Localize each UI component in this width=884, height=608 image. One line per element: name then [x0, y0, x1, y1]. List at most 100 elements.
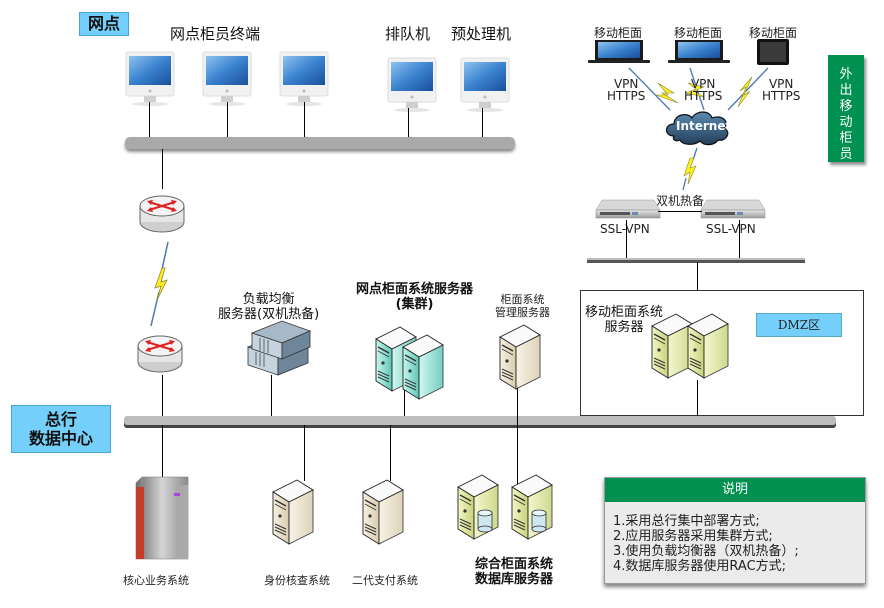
https-label: HTTPS	[762, 89, 801, 103]
db-server-label-line1: 综合柜面系统	[475, 557, 554, 572]
head-office-router-downlink	[162, 375, 163, 416]
cnaps2-link	[390, 425, 391, 481]
load-balancer-label: 负载均衡 服务器(双机热备)	[218, 292, 319, 322]
load-balancer-label-line1: 负载均衡	[242, 292, 295, 307]
identity-check-label: 身份核查系统	[264, 574, 330, 587]
notes-panel: 说明 1.采用总行集中部署方式; 2.应用服务器采用集群方式; 3.使用负载均衡…	[604, 477, 866, 584]
cnaps2-label: 二代支付系统	[352, 574, 418, 587]
identity-check-link	[304, 425, 305, 481]
internet-link-lightning-icon	[682, 147, 698, 191]
head-office-network-bus	[124, 416, 836, 425]
ssl-vpn-label-1: SSL-VPN	[600, 222, 650, 236]
db-server-tower-icon	[511, 474, 553, 540]
core-business-label: 核心业务系统	[123, 574, 189, 587]
zone-tag-head-office-line2: 数据中心	[28, 429, 93, 448]
db-server-tower-icon	[457, 474, 499, 540]
counter-mgmt-server-label: 柜面系统 管理服务器	[495, 293, 550, 319]
preprocessor-monitor-icon	[460, 57, 510, 112]
vpn-https-label-3: VPN HTTPS	[762, 78, 800, 102]
teller-terminal-link	[227, 102, 228, 137]
mobile-counter-server-label-line1: 移动柜面系统	[585, 305, 664, 320]
load-balancer-label-line2: 服务器(双机热备)	[218, 307, 320, 322]
dmz-zone-tag: DMZ区	[756, 313, 842, 337]
vpn-https-label-1: VPN HTTPS	[607, 78, 645, 102]
mainframe-icon	[135, 476, 189, 560]
hot-standby-link	[658, 211, 702, 212]
dmz-zone	[580, 290, 864, 416]
dmz-bus-downlink	[697, 262, 698, 290]
cluster-server-tower-icon	[402, 334, 444, 400]
cluster-server-tower-icon	[375, 326, 417, 392]
note-item: 4.数据库服务器使用RAC方式;	[613, 559, 787, 574]
preprocessor-label: 预处理机	[451, 25, 512, 43]
vpn-https-label-2: VPN HTTPS	[684, 78, 722, 102]
mobile-device-label-3: 移动柜面	[749, 26, 798, 40]
dmz-network-bus	[587, 258, 805, 263]
laptop-icon	[668, 40, 730, 63]
note-item: 1.采用总行集中部署方式;	[613, 514, 760, 529]
branch-router-uplink	[162, 149, 163, 189]
note-item: 2.应用服务器采用集群方式;	[613, 529, 773, 544]
db-server-label-line2: 数据库服务器	[475, 572, 554, 587]
branch-counter-cluster-label-line2: (集群)	[395, 297, 434, 312]
branch-router-icon	[139, 195, 185, 233]
internet-cloud-label: Internet	[676, 119, 732, 133]
identity-check-server-tower-icon	[272, 479, 314, 545]
https-label: HTTPS	[607, 89, 646, 103]
counter-mgmt-server-label-line2: 管理服务器	[495, 306, 550, 319]
load-balancer-link	[271, 375, 272, 416]
ssl-vpn-appliance-icon	[700, 199, 766, 219]
vpn-link-lightning-icon	[628, 67, 769, 111]
teller-terminal-link	[149, 102, 150, 137]
counter-mgmt-server-link	[517, 385, 518, 417]
internet-cloud-icon	[665, 111, 729, 146]
db-server-label: 综合柜面系统 数据库服务器	[475, 557, 553, 587]
mobile-counter-server-tower-icon	[687, 313, 729, 379]
https-label: HTTPS	[684, 89, 723, 103]
queue-machine-label: 排队机	[385, 25, 431, 43]
head-office-router-icon	[137, 335, 183, 373]
tablet-icon	[757, 39, 789, 65]
counter-mgmt-server-label-line1: 柜面系统	[500, 293, 545, 306]
vpn-label: VPN	[690, 77, 716, 91]
zone-tag-head-office: 总行 数据中心	[11, 405, 111, 453]
hot-standby-label: 双机热备	[656, 194, 705, 208]
mobile-counter-server-tower-icon	[651, 313, 693, 379]
ssl-vpn-appliance-icon	[595, 199, 661, 219]
teller-terminal-monitor-icon	[202, 51, 252, 106]
zone-tag-mobile-staff: 外出移动柜员	[828, 55, 864, 162]
preprocessor-link	[482, 108, 483, 137]
branch-network-bus	[125, 137, 515, 149]
core-business-link	[162, 425, 163, 477]
notes-title: 说明	[605, 478, 865, 502]
zone-tag-branch: 网点	[79, 12, 129, 36]
laptop-icon	[588, 40, 650, 63]
note-item: 3.使用负载均衡器（双机热备）;	[613, 544, 799, 559]
ssl-vpn-1-downlink	[626, 220, 627, 262]
branch-counter-cluster-link	[404, 385, 405, 416]
db-server-link	[517, 417, 518, 495]
mobile-counter-server-label: 移动柜面系统 服务器	[585, 305, 663, 335]
mobile-counter-server-label-line2: 服务器	[604, 320, 644, 335]
cnaps2-server-tower-icon	[362, 479, 404, 545]
mobile-counter-server-downlink	[697, 380, 698, 418]
mobile-device-label-1: 移动柜面	[594, 26, 643, 40]
teller-terminals-label: 网点柜员终端	[170, 25, 261, 43]
teller-terminal-monitor-icon	[125, 51, 175, 106]
branch-counter-cluster-label-line1: 网点柜面系统服务器	[356, 282, 474, 297]
queue-machine-monitor-icon	[387, 57, 437, 112]
mobile-device-label-2: 移动柜面	[674, 26, 723, 40]
zone-tag-mobile-staff-text: 外出移动柜员	[839, 67, 853, 162]
ssl-vpn-label-2: SSL-VPN	[706, 222, 756, 236]
counter-mgmt-server-tower-icon	[499, 324, 541, 390]
vpn-label: VPN	[613, 77, 639, 91]
teller-terminal-link	[304, 102, 305, 137]
teller-terminal-monitor-icon	[279, 51, 329, 106]
queue-machine-link	[408, 108, 409, 137]
branch-counter-cluster-label: 网点柜面系统服务器 (集群)	[356, 282, 473, 312]
notes-body: 1.采用总行集中部署方式; 2.应用服务器采用集群方式; 3.使用负载均衡器（双…	[605, 502, 865, 574]
load-balancer-icon	[246, 320, 312, 376]
zone-tag-head-office-line1: 总行	[44, 410, 77, 429]
wan-link-lightning-icon	[150, 241, 169, 327]
ssl-vpn-2-downlink	[739, 220, 740, 262]
